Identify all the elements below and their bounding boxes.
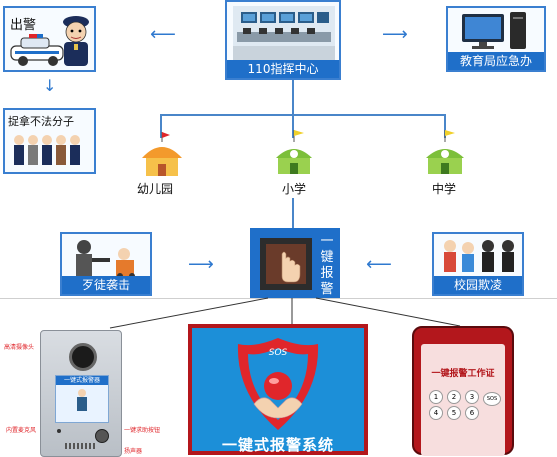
shield-icon	[237, 338, 319, 430]
primary-label: 小学	[282, 182, 307, 196]
device-connectors	[109, 297, 461, 329]
camera-icon	[69, 343, 97, 371]
hand-press-icon	[260, 238, 312, 290]
panel-screen: 一键式报警器	[55, 375, 109, 423]
mic-icon	[57, 429, 61, 433]
police-officer-icon	[63, 16, 89, 66]
phone-screen: 一键报警工作证 1 2 3 SOS 4 5 6	[421, 344, 505, 456]
system-title: 一键式报警系统	[221, 436, 334, 454]
arrow-down-icon: ↓	[43, 76, 57, 95]
kindergarten-icon	[142, 132, 182, 176]
control-room-icon	[233, 6, 335, 60]
intruder-icon	[76, 240, 135, 278]
dispatch-label: 出警	[10, 18, 37, 33]
alarm-terminal: 一键式报警器	[40, 330, 122, 457]
key-2[interactable]: 2	[447, 390, 461, 404]
dispatch-box: 出警	[3, 6, 96, 72]
intruder-label: 歹徒袭击	[62, 276, 150, 294]
button-callout: 一键求助按钮	[124, 427, 161, 434]
key-sos[interactable]: SOS	[483, 392, 501, 406]
arrow-left-icon: ⟵	[366, 254, 392, 275]
key-4[interactable]: 4	[429, 406, 443, 420]
computer-icon	[462, 12, 526, 49]
edu-office-label: 教育局应急办	[448, 52, 544, 70]
primary-stub	[292, 114, 294, 138]
primary-school-icon	[276, 130, 312, 174]
key-3[interactable]: 3	[465, 390, 479, 404]
alarm-char: 一	[320, 234, 334, 249]
command-center-label: 110指挥中心	[227, 60, 339, 78]
edu-office-box: 教育局应急办	[446, 6, 546, 72]
key-1[interactable]: 1	[429, 390, 443, 404]
arrow-right-icon: ⟶	[188, 254, 214, 275]
kindergarten-stub	[160, 114, 162, 138]
mic-callout: 内置麦克风	[6, 427, 37, 434]
panel-title: 一键式报警器	[56, 376, 108, 385]
speaker-icon	[65, 443, 97, 449]
bullying-icon	[444, 240, 514, 272]
work-card-phone: 一键报警工作证 1 2 3 SOS 4 5 6	[412, 326, 514, 456]
alarm-system-panel: SOS 一键式报警系统	[188, 324, 368, 455]
phone-title: 一键报警工作证	[431, 369, 495, 379]
section-divider	[0, 298, 557, 299]
police-car-icon	[10, 34, 64, 66]
alarm-char: 键	[320, 250, 334, 265]
person-icon	[77, 389, 87, 411]
arrow-left-icon: ⟵	[150, 24, 176, 45]
bullying-box: 校园欺凌	[432, 232, 524, 296]
center-down-line	[292, 80, 294, 114]
arrest-box: 捉拿不法分子	[3, 108, 96, 174]
key-6[interactable]: 6	[465, 406, 479, 420]
help-button-icon	[95, 429, 109, 443]
middle-school-icon	[426, 130, 464, 174]
middle-stub	[444, 114, 446, 138]
alarm-char: 报	[320, 266, 334, 281]
bullying-label: 校园欺凌	[434, 276, 522, 294]
alarm-center-box: 一 键 报 警	[250, 228, 340, 298]
middle-label: 中学	[432, 182, 457, 196]
arrest-scene-icon	[14, 135, 80, 165]
arrow-right-icon: ⟶	[382, 24, 408, 45]
speaker-callout: 扬声器	[124, 448, 143, 455]
alarm-char: 警	[320, 282, 334, 297]
alarm-vertical-label: 一 键 报 警	[318, 234, 336, 298]
schools-to-alarm-line	[292, 198, 294, 230]
sos-label: SOS	[268, 348, 288, 358]
intruder-box: 歹徒袭击	[60, 232, 152, 296]
command-center-box: 110指挥中心	[225, 0, 341, 80]
kindergarten-label: 幼儿园	[137, 182, 174, 196]
key-5[interactable]: 5	[447, 406, 461, 420]
arrest-label: 捉拿不法分子	[8, 115, 74, 128]
camera-callout: 高清摄像头	[4, 344, 35, 351]
school-branch-line	[160, 114, 444, 116]
